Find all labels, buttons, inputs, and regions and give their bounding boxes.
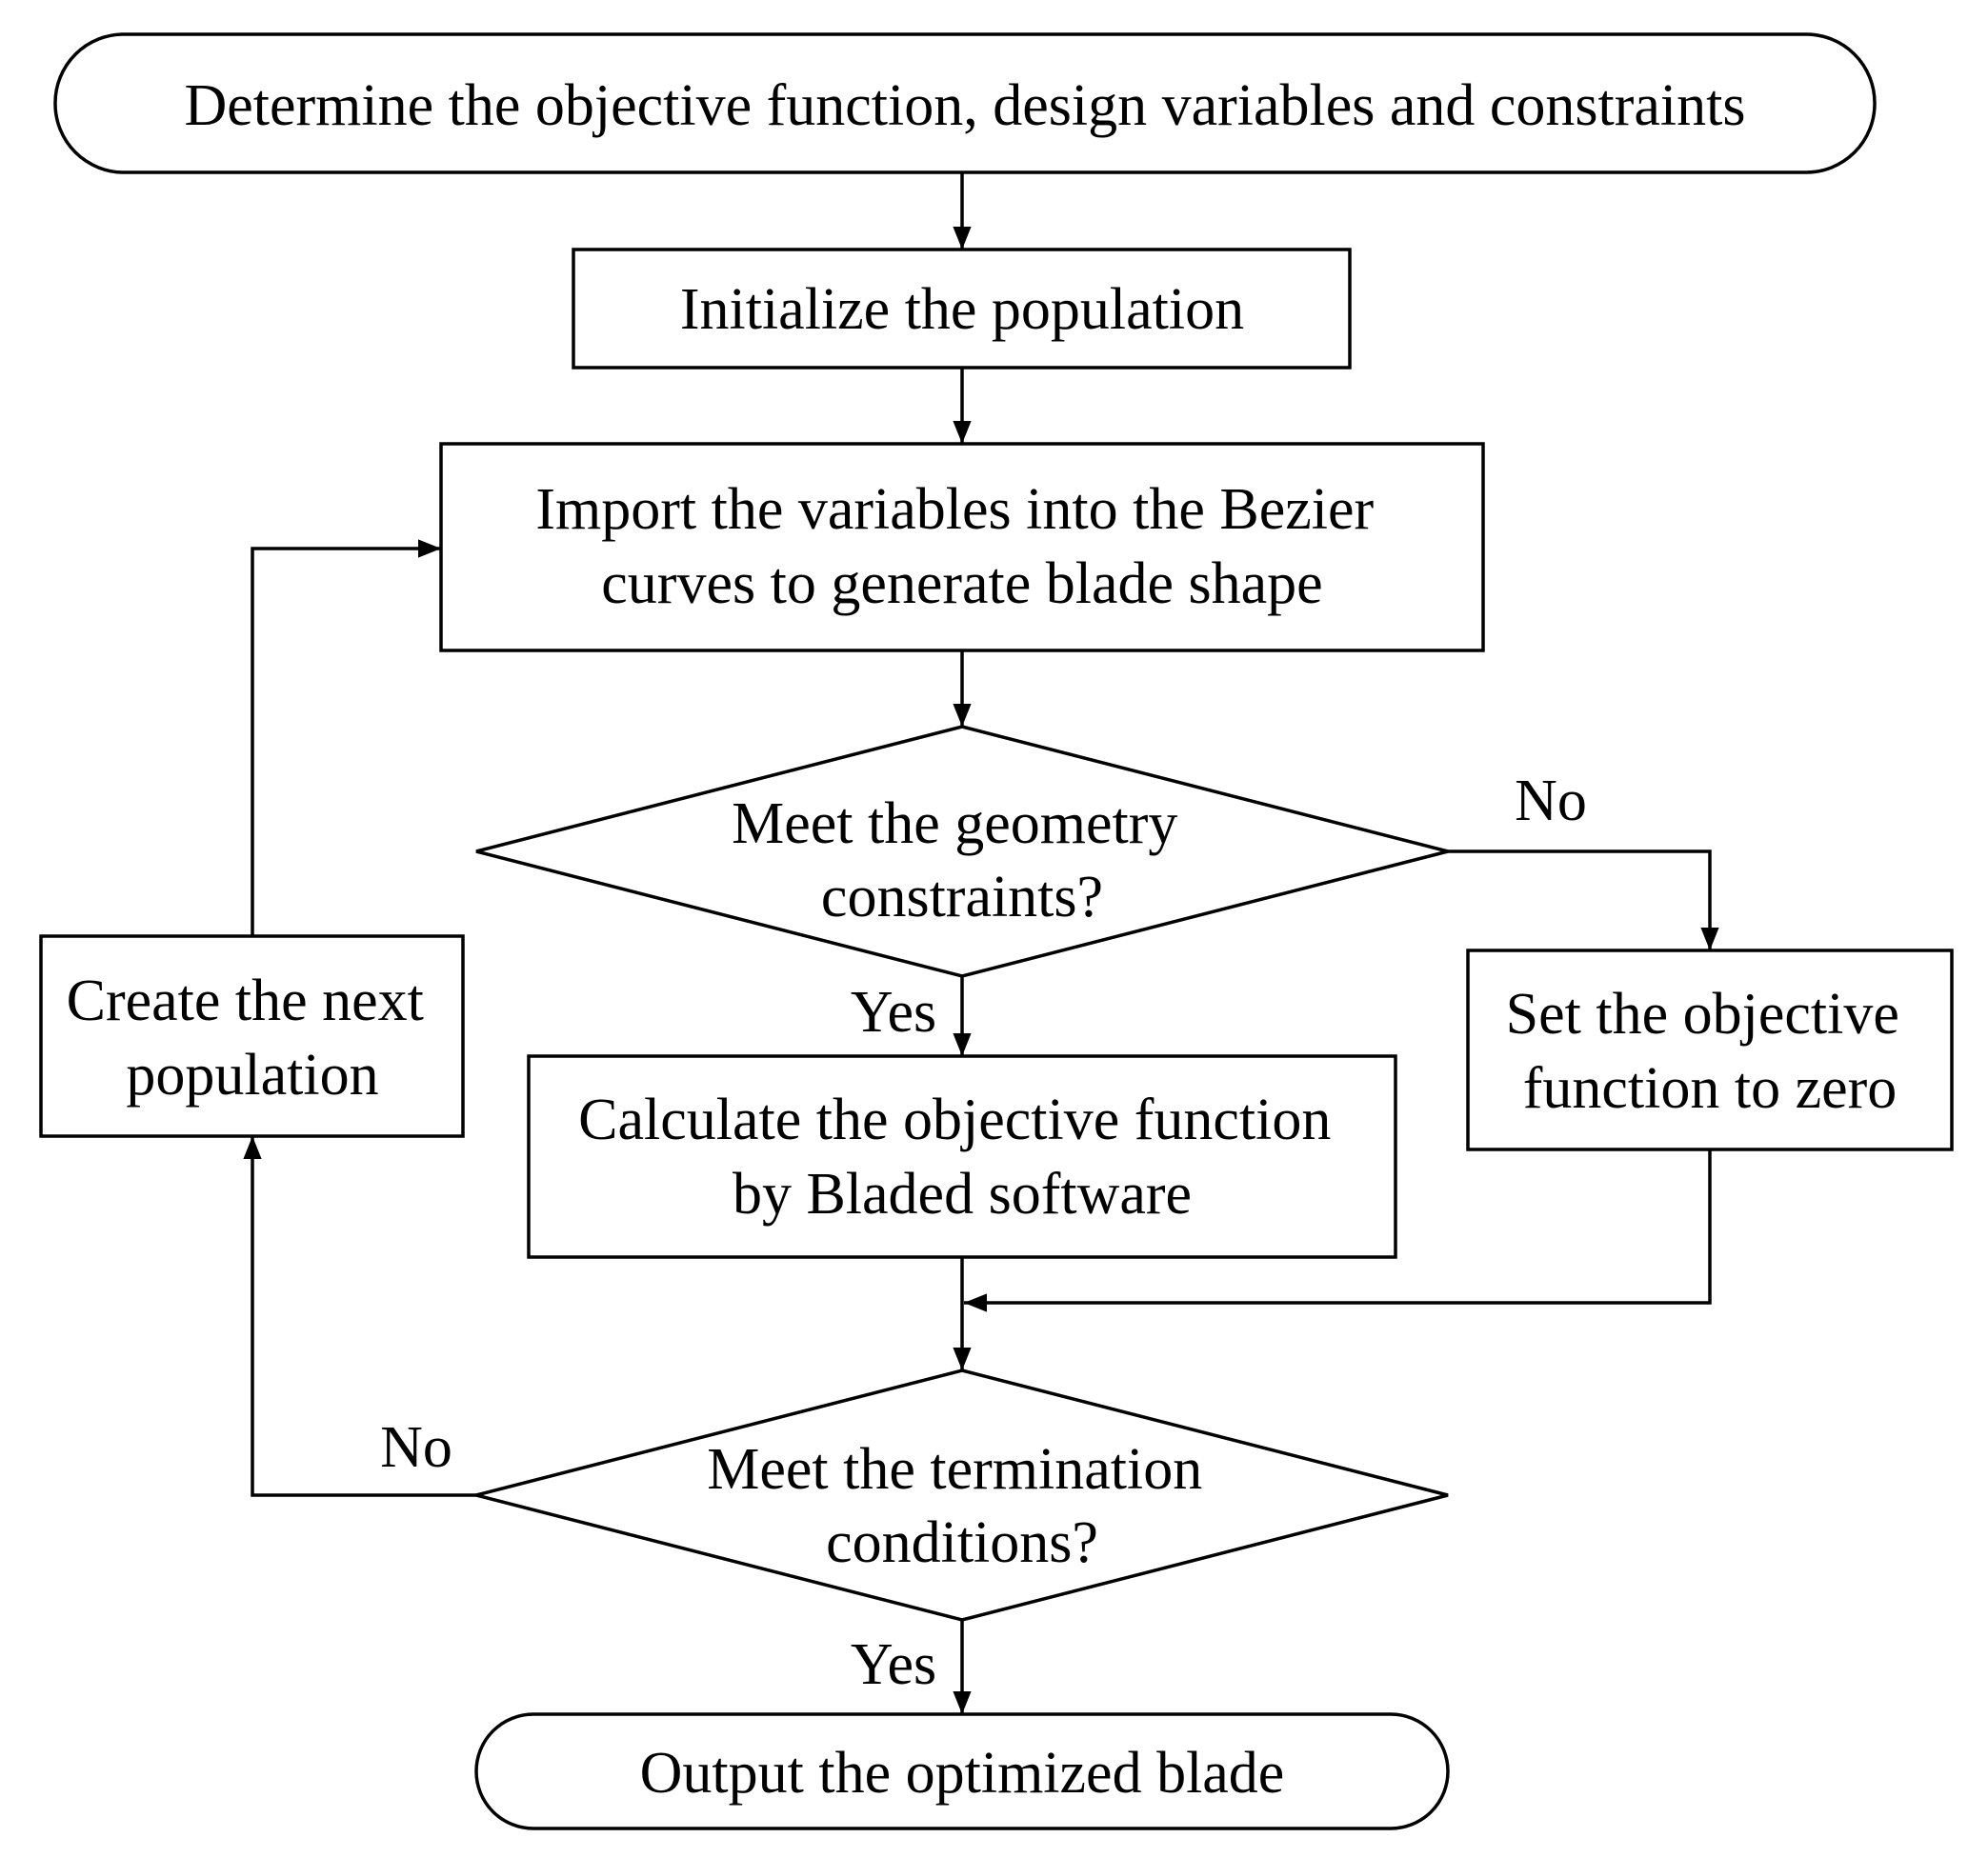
calculate-objective-step: Calculate the objective function by Blad… xyxy=(527,1054,1397,1259)
termination-no-label: No xyxy=(380,1415,452,1480)
start-terminal-label: Determine the objective function, design… xyxy=(184,73,1745,138)
import-variables-line-1: Import the variables into the Bezier xyxy=(535,477,1374,542)
geometry-constraints-decision: Meet the geometry constraints? xyxy=(475,725,1449,978)
calculate-objective-line-1: Calculate the objective function xyxy=(578,1088,1331,1152)
calculate-objective-shape xyxy=(527,1054,1397,1259)
calculate-objective-label: Calculate the objective function by Blad… xyxy=(578,1088,1346,1227)
set-objective-zero-line-1: Set the objective xyxy=(1506,982,1899,1047)
end-terminal: Output the optimized blade xyxy=(474,1712,1450,1830)
termination-conditions-label: Meet the termination conditions? xyxy=(707,1437,1216,1575)
termination-conditions-line-1: Meet the termination xyxy=(707,1437,1202,1502)
create-next-population-shape xyxy=(39,934,465,1138)
create-next-population-line-1: Create the next xyxy=(67,969,424,1033)
calculate-objective-line-2: by Bladed software xyxy=(733,1162,1192,1227)
import-variables-line-2: curves to generate blade shape xyxy=(601,551,1322,616)
initialize-population-line-1: Initialize the population xyxy=(680,277,1244,342)
edges xyxy=(243,172,1719,1714)
initialize-population-label: Initialize the population xyxy=(680,277,1244,342)
start-terminal-shape xyxy=(53,32,1877,174)
edge-next-population-to-import xyxy=(251,539,441,936)
import-variables-shape xyxy=(439,442,1485,652)
create-next-population-line-2: population xyxy=(126,1043,378,1108)
initialize-population-shape xyxy=(572,248,1352,370)
create-next-population-step: Create the next population xyxy=(39,934,465,1138)
create-next-population-label: Create the next population xyxy=(67,969,439,1108)
termination-conditions-decision: Meet the termination conditions? xyxy=(475,1369,1449,1622)
end-terminal-line-1: Output the optimized blade xyxy=(640,1741,1285,1806)
import-variables-label: Import the variables into the Bezier cur… xyxy=(535,477,1388,616)
set-objective-zero-step: Set the objective function to zero xyxy=(1466,949,1954,1151)
initialize-population-step: Initialize the population xyxy=(572,248,1352,370)
edge-geometry-no-to-set-zero xyxy=(1448,849,1719,950)
geometry-yes-label: Yes xyxy=(851,980,936,1045)
edge-set-zero-to-merge xyxy=(964,1149,1712,1312)
set-objective-zero-line-2: function to zero xyxy=(1523,1056,1898,1121)
termination-yes-label: Yes xyxy=(851,1632,936,1697)
start-terminal: Determine the objective function, design… xyxy=(53,32,1877,174)
import-variables-step: Import the variables into the Bezier cur… xyxy=(439,442,1485,652)
edge-termination-no-to-next-population xyxy=(243,1136,476,1497)
start-terminal-line-1: Determine the objective function, design… xyxy=(184,73,1745,138)
geometry-constraints-line-1: Meet the geometry xyxy=(732,791,1177,856)
set-objective-zero-label: Set the objective function to zero xyxy=(1506,982,1915,1121)
end-terminal-label: Output the optimized blade xyxy=(640,1741,1285,1806)
termination-conditions-line-2: conditions? xyxy=(826,1510,1098,1575)
geometry-constraints-label: Meet the geometry constraints? xyxy=(732,791,1193,929)
geometry-no-label: No xyxy=(1515,769,1587,833)
geometry-constraints-line-2: constraints? xyxy=(821,865,1103,929)
